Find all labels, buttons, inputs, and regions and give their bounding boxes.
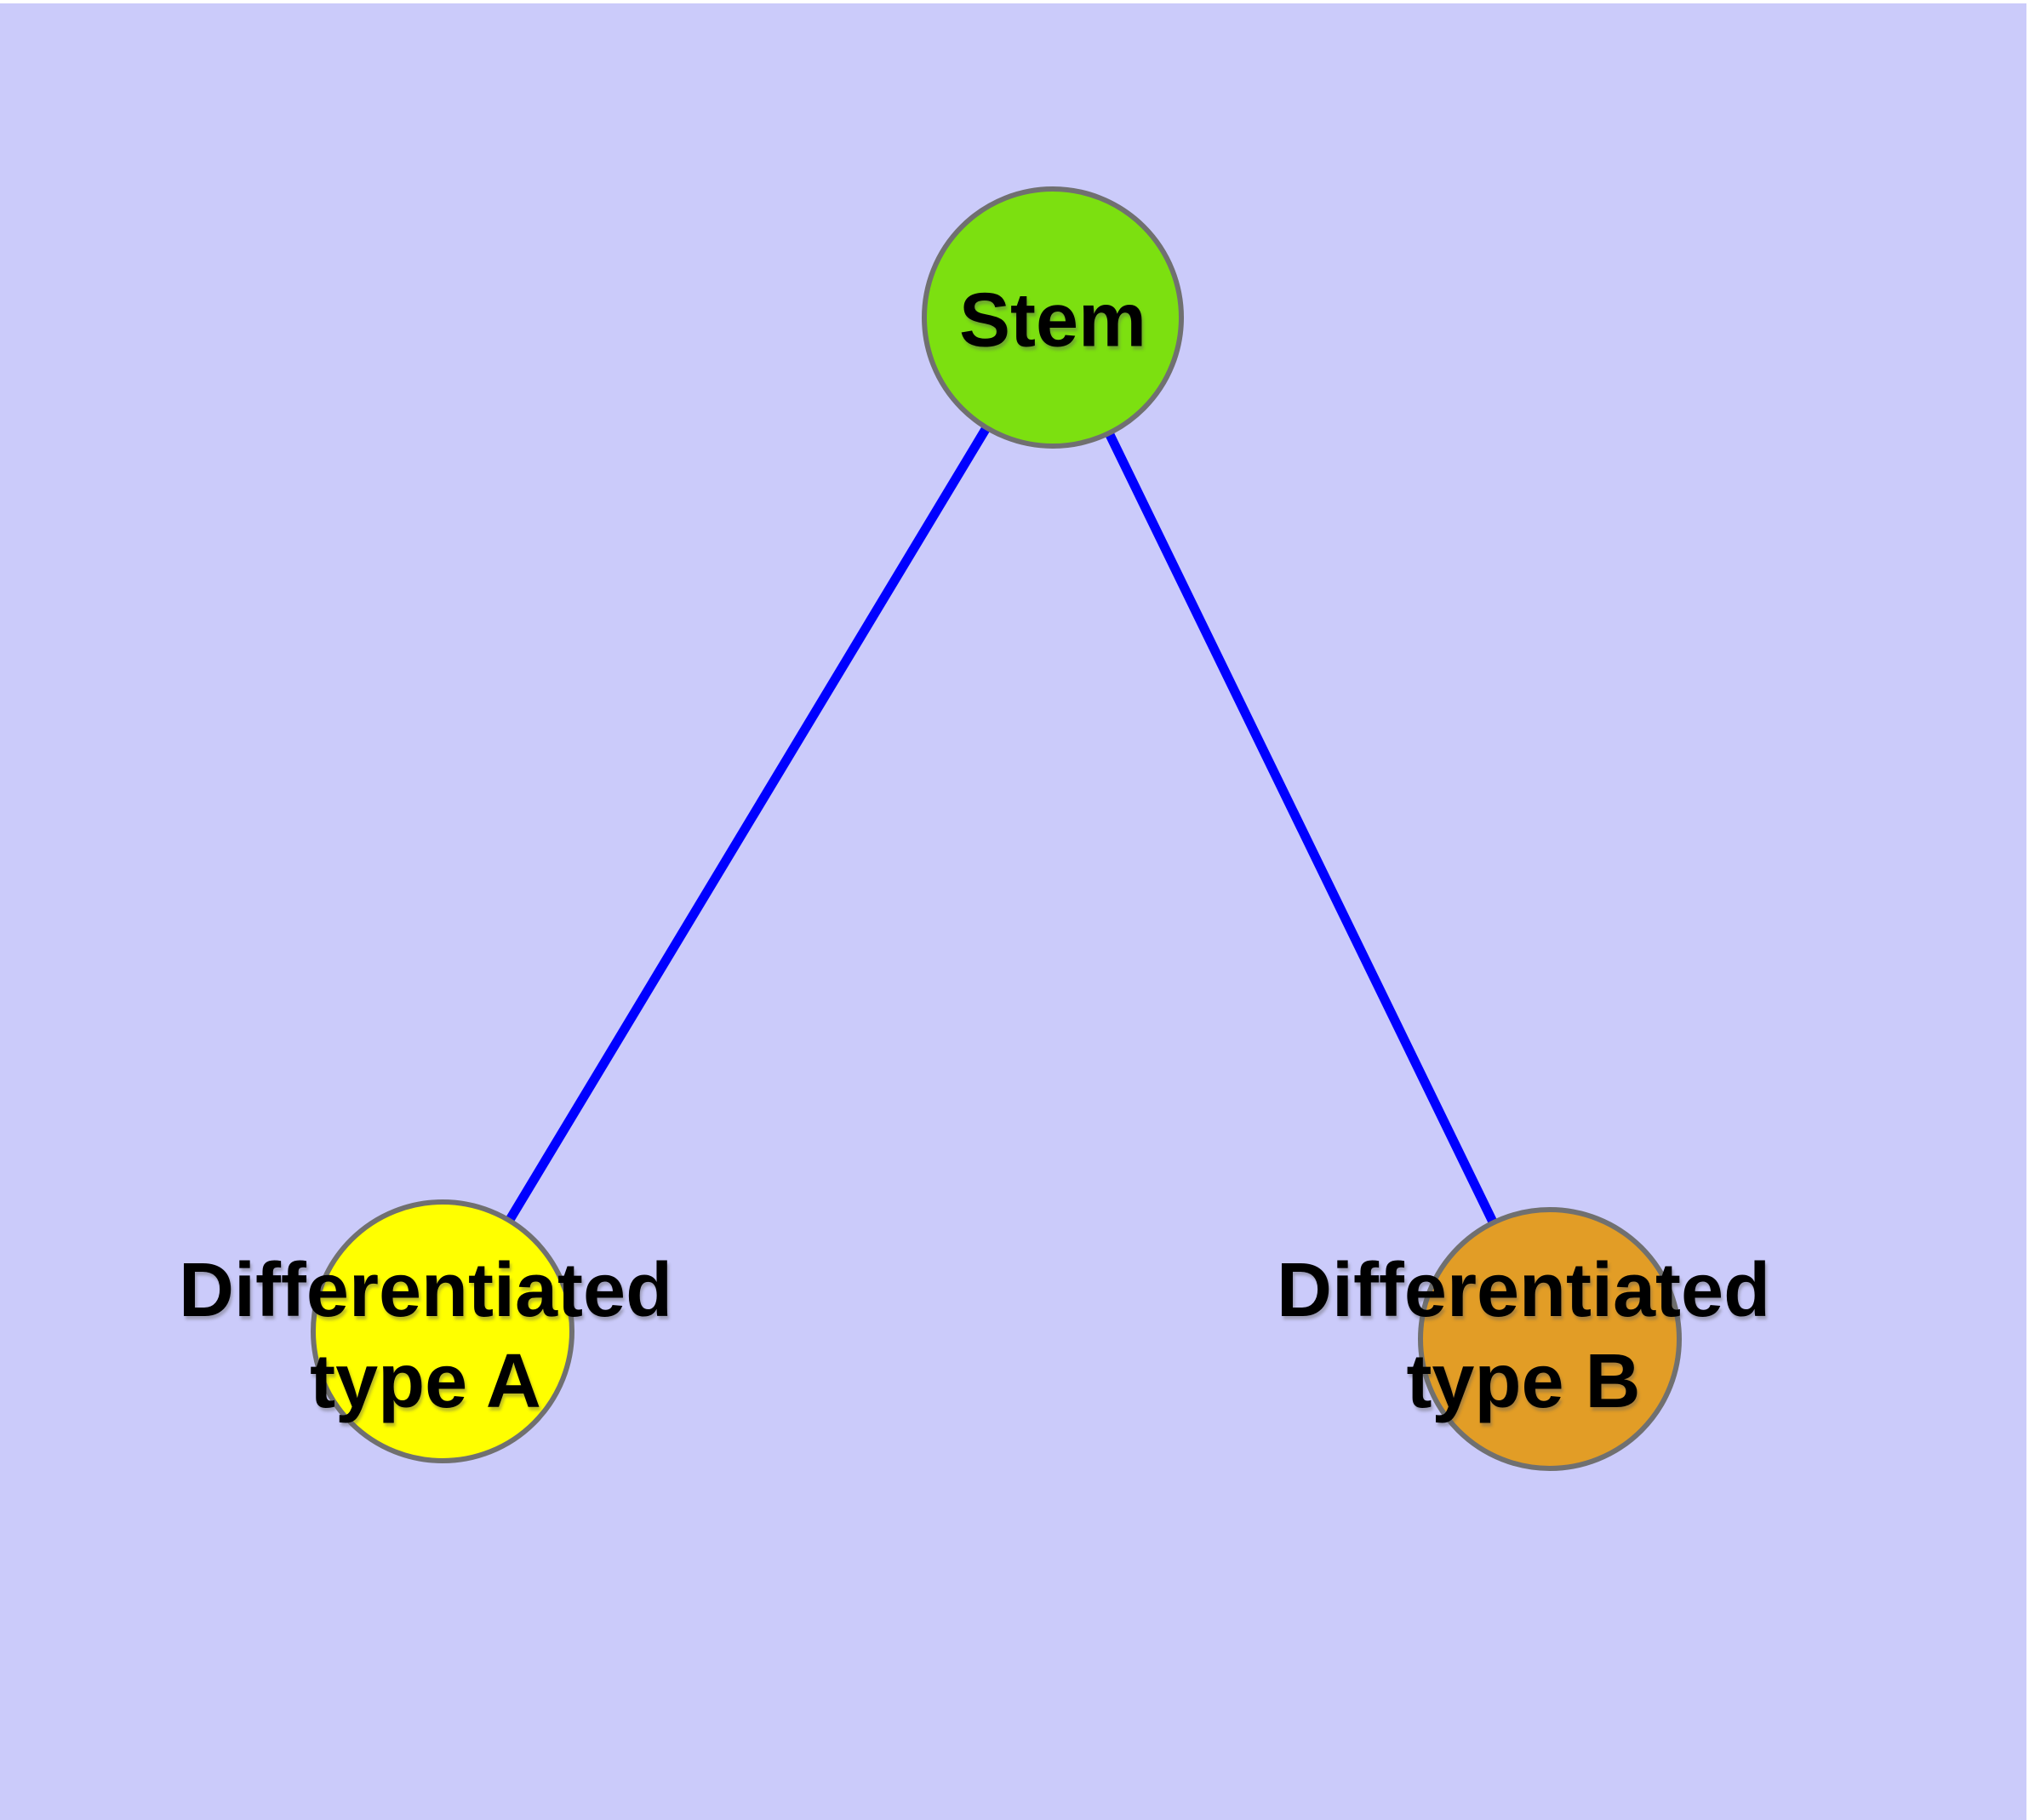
node-type-b-circle — [1418, 1207, 1682, 1471]
edge-stem-to-type-b — [1049, 315, 1554, 1342]
node-type-a-circle — [311, 1199, 574, 1463]
node-stem-label: Stem — [958, 278, 1147, 363]
node-type-b-label: Differentiated type B — [1277, 1245, 1770, 1428]
edge-stem-to-type-a — [438, 315, 1057, 1334]
node-type-b-label-line1: Differentiated — [1276, 1248, 1771, 1333]
node-type-a-label-line2: type A — [310, 1339, 541, 1424]
node-type-a-label: Differentiated type A — [179, 1245, 672, 1428]
node-type-b-label-line2: type B — [1406, 1339, 1641, 1424]
node-stem-circle — [922, 186, 1184, 449]
node-type-a-label-line1: Differentiated — [178, 1248, 673, 1333]
